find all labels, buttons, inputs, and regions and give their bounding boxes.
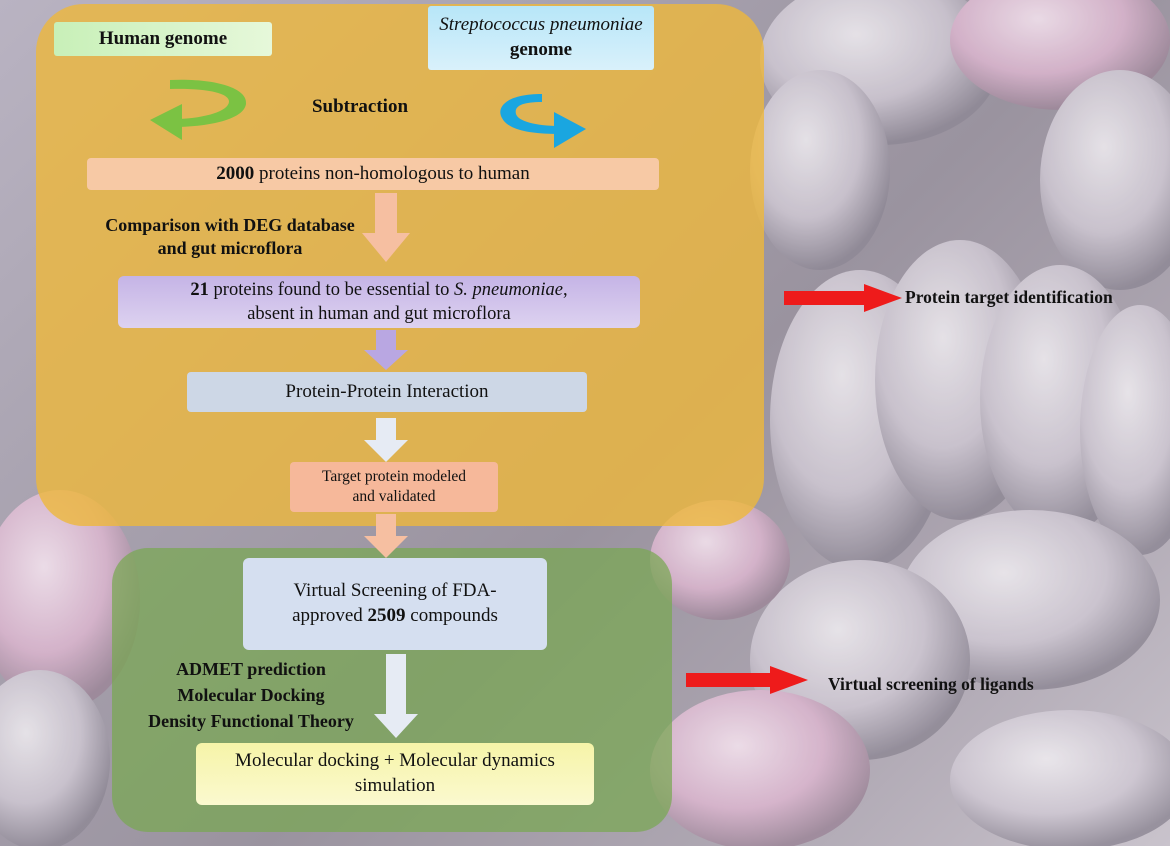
step4-line1: Target protein modeled xyxy=(321,467,467,485)
step5-count: 2509 xyxy=(367,605,406,626)
method-docking: Molecular Docking xyxy=(177,684,325,705)
step-target-model-box: Target protein modeled and validated xyxy=(290,462,498,512)
step2-species: S. pneumoniae xyxy=(454,279,563,300)
step-non-homologous-box: 2000 proteins non-homologous to human xyxy=(87,158,659,190)
step1-count: 2000 xyxy=(216,162,255,184)
step2-count: 21 xyxy=(190,279,209,300)
human-genome-box: Human genome xyxy=(54,22,272,56)
step4-line2: and validated xyxy=(352,488,436,505)
step-ppi-box: Protein-Protein Interaction xyxy=(187,372,587,412)
step2-text-b: , xyxy=(562,279,568,300)
step6-line2: simulation xyxy=(354,775,436,796)
step5-line2-a: approved xyxy=(292,605,368,626)
protein-target-panel xyxy=(36,4,764,526)
comparison-label: Comparison with DEG database and gut mic… xyxy=(105,214,355,258)
method-dft: Density Functional Theory xyxy=(148,711,354,732)
stage-protein-target-label: Protein target identification xyxy=(905,286,1113,307)
step3-text: Protein-Protein Interaction xyxy=(285,380,489,402)
step-virtual-screening-box: Virtual Screening of FDA- approved 2509 … xyxy=(243,558,547,650)
stage-virtual-screening-label: Virtual screening of ligands xyxy=(828,673,1034,694)
human-genome-label: Human genome xyxy=(98,27,228,49)
strep-genome-species: Streptococcus pneumoniae xyxy=(439,14,643,36)
step2-line2: absent in human and gut microflora xyxy=(247,304,511,324)
subtraction-label: Subtraction xyxy=(311,95,409,117)
methods-label: ADMET prediction Molecular Docking Densi… xyxy=(120,654,382,736)
strep-genome-word: genome xyxy=(509,39,573,60)
step2-text-a: proteins found to be essential to xyxy=(208,279,455,300)
step5-line1: Virtual Screening of FDA- xyxy=(293,580,497,602)
step5-line2-b: compounds xyxy=(405,605,498,626)
strep-genome-box: Streptococcus pneumoniae genome xyxy=(428,6,654,70)
step-essential-proteins-box: 21 proteins found to be essential to S. … xyxy=(118,276,640,328)
step-md-simulation-box: Molecular docking + Molecular dynamics s… xyxy=(196,743,594,805)
method-admet: ADMET prediction xyxy=(176,658,326,679)
step1-text: proteins non-homologous to human xyxy=(254,162,530,184)
step6-line1: Molecular docking + Molecular dynamics xyxy=(235,750,555,772)
